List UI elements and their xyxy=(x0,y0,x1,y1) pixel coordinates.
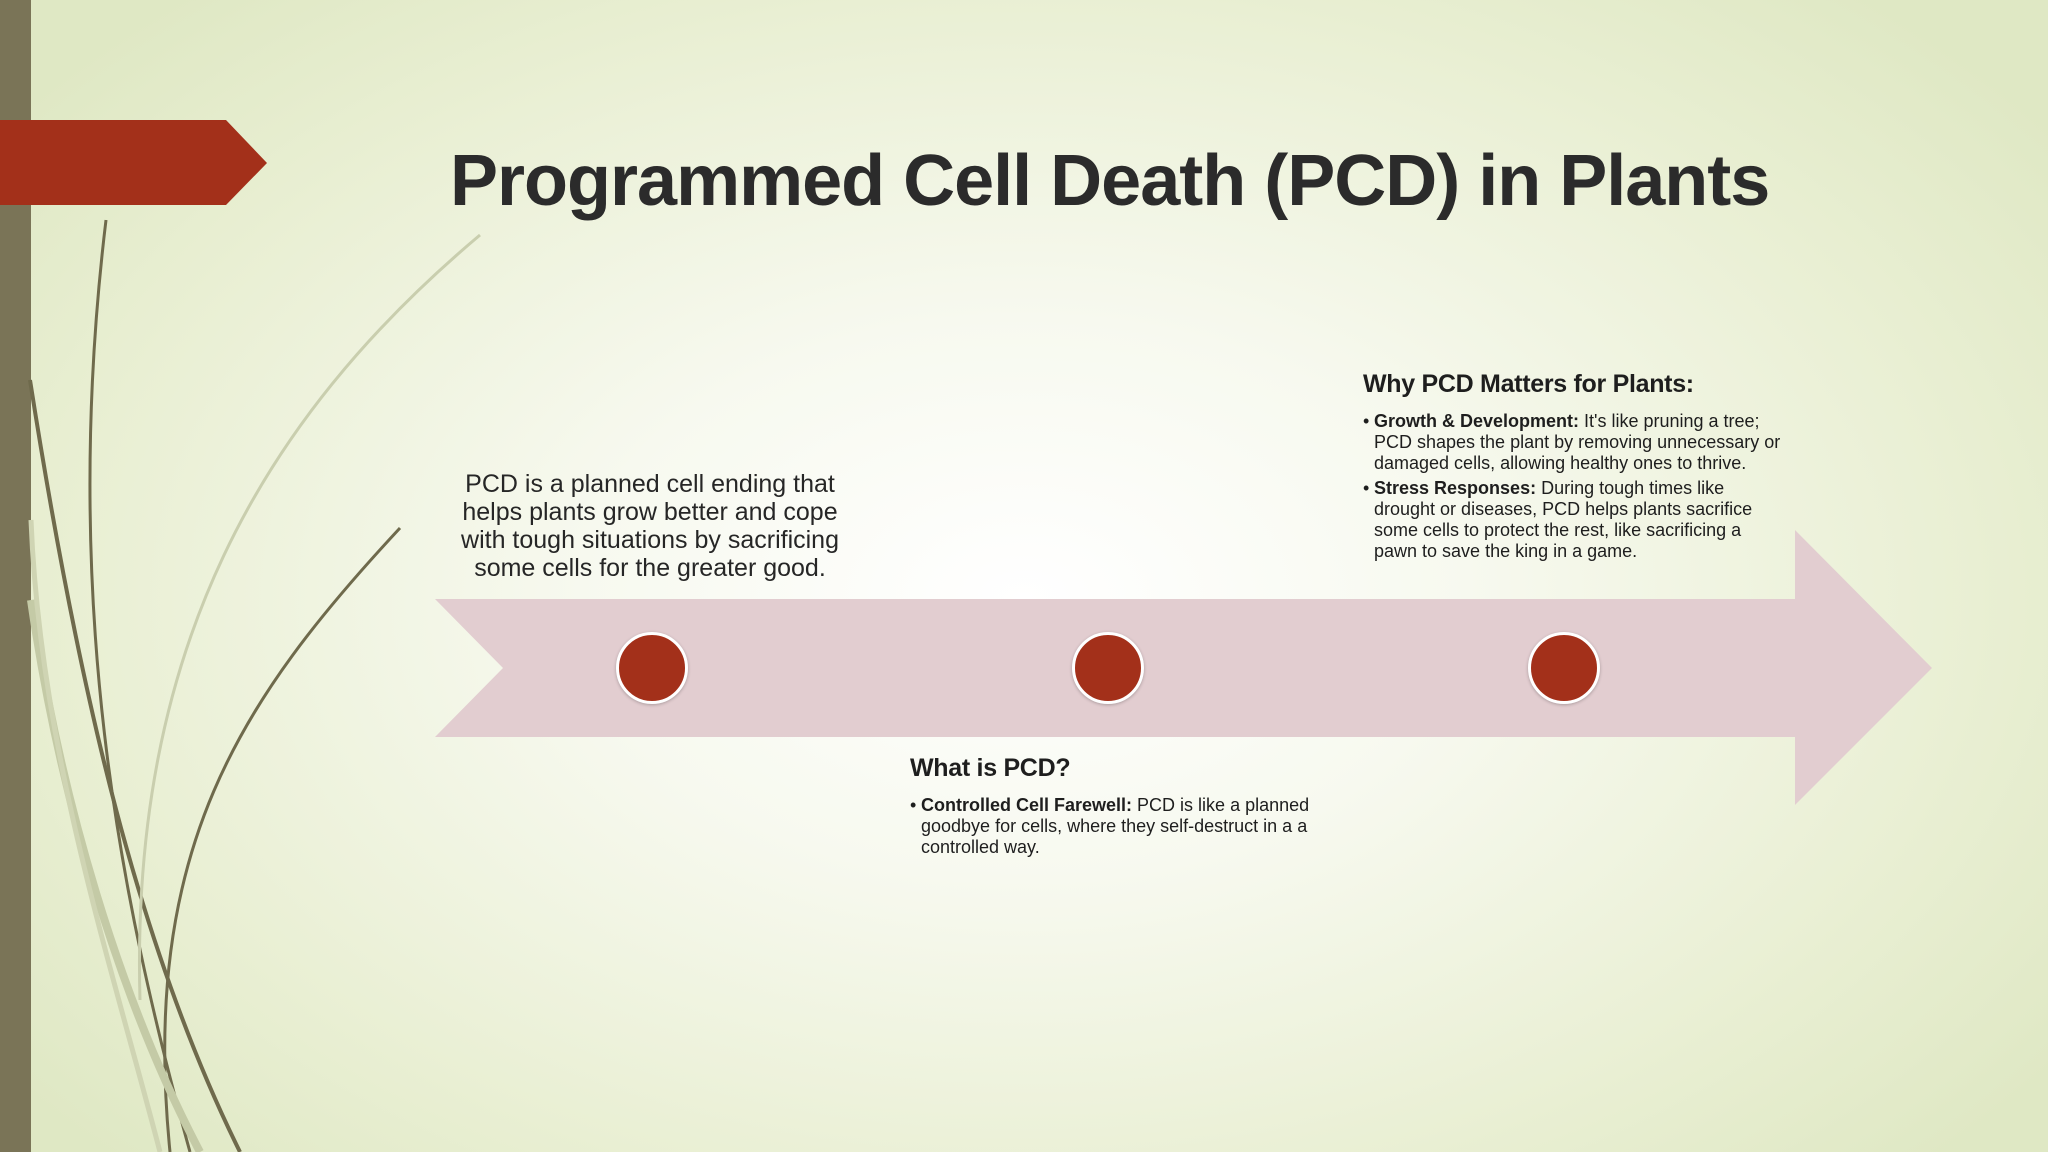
bullet-icon: • xyxy=(1363,478,1370,498)
item-text: It's like pruning a tree; PCD shapes the… xyxy=(1374,411,1781,473)
item-term: Stress Responses: xyxy=(1374,478,1537,498)
timeline-marker-2 xyxy=(1072,632,1144,704)
timeline-marker-1 xyxy=(616,632,688,704)
timeline-marker-3 xyxy=(1528,632,1600,704)
bullet-icon: • xyxy=(910,795,917,815)
stem-line xyxy=(137,233,481,1001)
stem-line xyxy=(88,219,192,1152)
slide-title: Programmed Cell Death (PCD) in Plants xyxy=(450,141,1770,221)
stem-line xyxy=(28,379,242,1152)
list-item: •Growth & Development: It's like pruning… xyxy=(1363,411,1783,474)
stem-line xyxy=(28,519,163,1152)
stem-line xyxy=(163,526,402,1152)
title-flag xyxy=(0,120,267,205)
why-pcd-list: •Growth & Development: It's like pruning… xyxy=(1363,411,1783,562)
list-item: •Stress Responses: During tough times li… xyxy=(1363,478,1783,562)
list-item: •Controlled Cell Farewell: PCD is like a… xyxy=(910,795,1330,858)
what-is-pcd-heading: What is PCD? xyxy=(910,754,1071,782)
item-term: Controlled Cell Farewell: xyxy=(921,795,1133,815)
why-pcd-heading: Why PCD Matters for Plants: xyxy=(1363,370,1694,398)
bullet-icon: • xyxy=(1363,411,1370,431)
what-is-pcd-block: What is PCD? •Controlled Cell Farewell: … xyxy=(910,754,1330,862)
why-pcd-block: Why PCD Matters for Plants: •Growth & De… xyxy=(1363,370,1783,566)
timeline-arrow-shape xyxy=(435,530,1932,805)
item-term: Growth & Development: xyxy=(1374,411,1580,431)
what-is-pcd-list: •Controlled Cell Farewell: PCD is like a… xyxy=(910,795,1330,858)
intro-text: PCD is a planned cell ending that helps … xyxy=(461,470,839,582)
item-text: PCD is like a planned goodbye for cells,… xyxy=(921,795,1310,857)
item-text: During tough times like drought or disea… xyxy=(1374,478,1753,561)
